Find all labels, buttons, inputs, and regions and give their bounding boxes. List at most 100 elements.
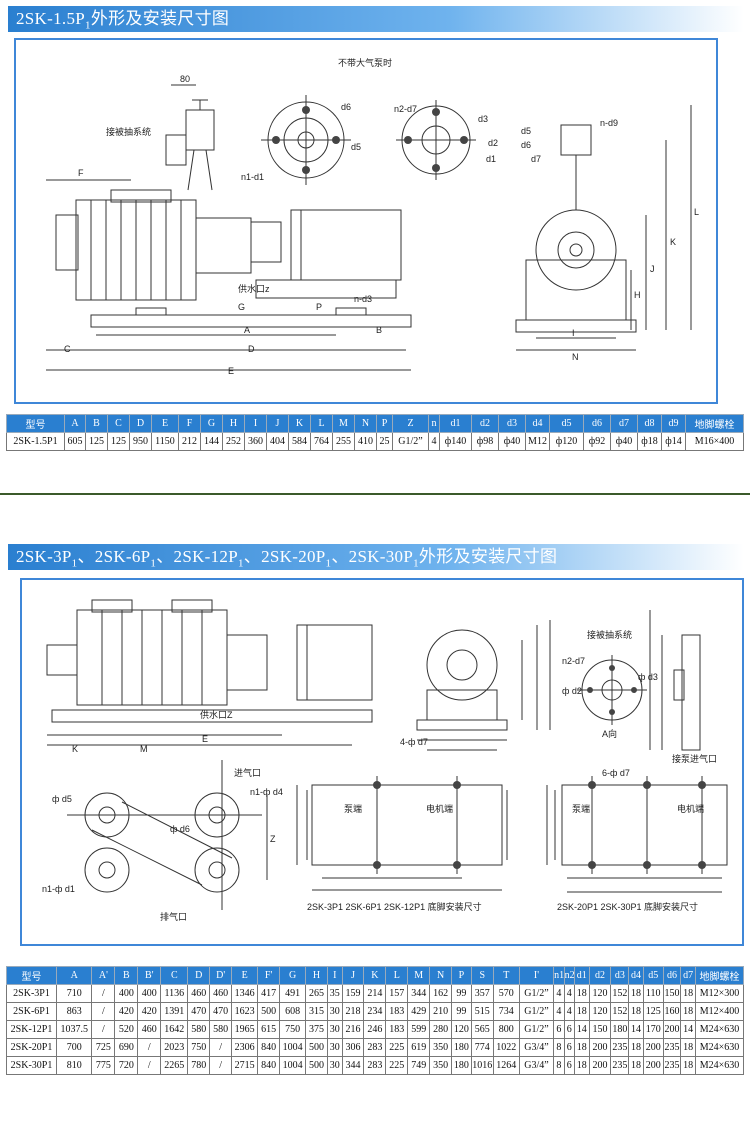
table1-header-cell: I: [244, 414, 267, 433]
table2-cell: 265: [305, 984, 328, 1003]
table1-cell: ф14: [661, 432, 686, 451]
table1-cell: 404: [266, 432, 289, 451]
table2-cell: /: [91, 1002, 116, 1021]
label-80: 80: [180, 74, 190, 84]
label-E: E: [228, 366, 234, 376]
table2-header-cell: n2: [563, 966, 576, 985]
table1-header-cell: P: [376, 414, 393, 433]
table2-header-cell: H: [305, 966, 328, 985]
table2-cell: 235: [610, 1038, 630, 1057]
table2-cell: M12×300: [694, 984, 745, 1003]
table2-cell: 99: [451, 1002, 472, 1021]
table1-cell: G1/2”: [392, 432, 429, 451]
table2-cell: 200: [642, 1038, 664, 1057]
table2-cell: 18: [628, 1002, 644, 1021]
table2-cell: 775: [91, 1056, 116, 1075]
table2-header-cell: 型号: [5, 966, 58, 985]
table2-cell: 200: [662, 1020, 682, 1039]
table2-cell: 235: [662, 1056, 682, 1075]
table1-header-cell: L: [310, 414, 333, 433]
table2-cell: /: [91, 1020, 116, 1039]
table1-cell: 764: [310, 432, 333, 451]
table1-header-cell: J: [266, 414, 289, 433]
table2-cell: 18: [628, 1056, 644, 1075]
table2-cell: 170: [642, 1020, 664, 1039]
table2-cell: 18: [680, 1002, 696, 1021]
table2-cell: 350: [429, 1038, 453, 1057]
table2-cell: 580: [187, 1020, 211, 1039]
table1-cell: 584: [288, 432, 311, 451]
table2-cell: 235: [610, 1056, 630, 1075]
table2-cell: 1264: [492, 1056, 520, 1075]
table2-header-cell: d7: [680, 966, 696, 985]
label2-d4: n1-ф d4: [250, 787, 283, 797]
table2-header-cell: A': [91, 966, 116, 985]
table2-cell: 30: [326, 1056, 343, 1075]
table2-header-cell: n1: [553, 966, 565, 985]
table2-cell: 344: [341, 1056, 365, 1075]
section2-drawing-frame: 供水口Z K M E 接被抽系统 n2-d7 ф d2 ф d3 A向 接泵进气…: [20, 578, 744, 946]
table2-cell: M24×630: [694, 1038, 745, 1057]
table2-cell: 125: [642, 1002, 664, 1021]
table1-header-cell: F: [178, 414, 201, 433]
table2-cell: 180: [451, 1056, 472, 1075]
table2-cell: 863: [56, 1002, 93, 1021]
table1-cell: ф40: [610, 432, 638, 451]
label2-n2d7: n2-d7: [562, 656, 585, 666]
table2-cell: 608: [279, 1002, 307, 1021]
table1-cell: 2SK-1.5P1: [6, 432, 65, 451]
table2-cell: 500: [305, 1056, 328, 1075]
table2-cell: 515: [470, 1002, 494, 1021]
label-d3: d3: [478, 114, 488, 124]
table2-cell: /: [91, 984, 116, 1003]
table2-cell: 570: [492, 984, 520, 1003]
table2-cell: 246: [363, 1020, 387, 1039]
table1-cell: ф18: [637, 432, 662, 451]
table2-header-cell: N: [429, 966, 453, 985]
table2-cell: G3/4”: [518, 1038, 555, 1057]
table2-cell: 110: [642, 984, 664, 1003]
table1-header-cell: Z: [392, 414, 429, 433]
table2-cell: 225: [385, 1056, 409, 1075]
label2-Z: Z: [270, 834, 276, 844]
table2-header-cell: K: [363, 966, 387, 985]
table1-header-cell: K: [288, 414, 311, 433]
table2-header-cell: E: [231, 966, 259, 985]
table1-cell: ф140: [439, 432, 472, 451]
section1-drawing: 不带大气泵时 接被抽系统 供水口z 80 F C D E A B G P n-d…: [46, 57, 699, 376]
table1-cell: 360: [244, 432, 267, 451]
table2-header-cell: P: [451, 966, 472, 985]
label-L: L: [694, 207, 699, 217]
table1-cell: ф40: [498, 432, 526, 451]
table2-cell: 30: [326, 1002, 343, 1021]
label2-K: K: [72, 744, 78, 754]
table2-cell: 283: [363, 1056, 387, 1075]
table2-cell: 400: [114, 984, 139, 1003]
table2-cell: 720: [114, 1056, 139, 1075]
table2-cell: 183: [385, 1002, 409, 1021]
table1-header-cell: 型号: [6, 414, 65, 433]
table2-cell: 460: [137, 1020, 162, 1039]
table1-cell: 125: [107, 432, 130, 451]
table2-cell: M24×630: [694, 1056, 745, 1075]
table2-header-cell: M: [407, 966, 431, 985]
table2-header-cell: d6: [662, 966, 682, 985]
label-nd7: n2-d7: [394, 104, 417, 114]
table2-cell: 157: [385, 984, 409, 1003]
table1-header-cell: d4: [525, 414, 550, 433]
table2-header-cell: L: [385, 966, 409, 985]
table1-cell: ф92: [583, 432, 611, 451]
label2-four-d7: 4-ф d7: [400, 737, 428, 747]
label2-pump-end-left: 泵端: [344, 803, 362, 814]
table2-cell: 1136: [160, 984, 189, 1003]
table2-cell: 615: [257, 1020, 281, 1039]
table1-cell: 125: [85, 432, 108, 451]
table2-cell: G1/2”: [518, 1020, 555, 1039]
table2-cell: 734: [492, 1002, 520, 1021]
table2-cell: 1016: [470, 1056, 494, 1075]
